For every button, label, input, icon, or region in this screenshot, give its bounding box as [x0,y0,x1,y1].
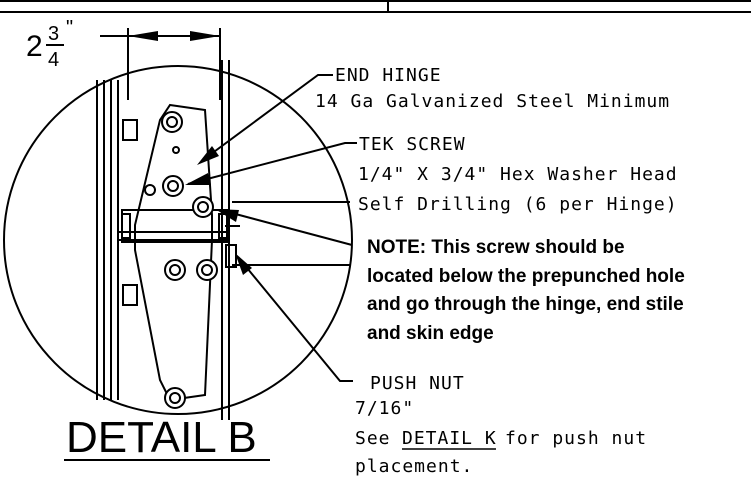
tek-screw-spec-2: Self Drilling (6 per Hinge) [358,194,678,215]
push-nut-see-suffix: for push nut [505,428,647,449]
end-hinge-leader [202,74,333,161]
end-hinge-spec: 14 Ga Galvanized Steel Minimum [315,91,670,112]
stile-notch-2 [122,284,138,306]
leaders [187,74,357,382]
small-hole [172,146,180,154]
note-line-1: NOTE: This screw should be [367,237,625,258]
hinge-barrel-end-left [121,213,131,239]
push-nut-leader [237,256,353,382]
dim-numerator: 3 [48,23,59,45]
push-nut-size: 7/16" [355,398,414,419]
tek-screw-title: TEK SCREW [359,134,466,155]
end-hinge-title: END HINGE [335,65,442,86]
note-line-4: and skin edge [367,323,494,344]
tek-screw-spec-1: 1/4" X 3/4" Hex Washer Head [358,164,678,185]
push-nut-title: PUSH NUT [370,373,465,394]
dim-arrow-right [190,31,220,41]
tek-screw-leader [187,142,357,185]
detail-title: DETAIL B [66,413,257,462]
dim-arrow-left [128,31,158,41]
note-leader [227,211,353,246]
dim-whole: 2 [26,30,43,63]
detail-circle [3,65,353,415]
dim-unit: " [66,17,73,39]
end-hinge-arrowhead [197,146,219,165]
push-nut-part [225,244,237,268]
note-arrowhead [215,209,239,222]
note-line-3: and go through the hinge, end stile [367,294,684,315]
detail-k-link[interactable]: DETAIL K [402,428,497,449]
dim-denominator: 4 [48,49,59,71]
push-nut-see-prefix: See [355,428,391,449]
tek-screws [161,111,218,409]
push-nut-placement: placement. [355,456,473,477]
leader-arrowheads [185,146,252,275]
tek-screw-arrowhead [185,173,211,185]
stile-notch-1 [122,119,138,141]
note-line-2: located below the prepunched hole [367,266,685,287]
push-nut-arrowhead [235,253,252,275]
door-section [96,60,350,420]
prepunched-hole [144,184,156,196]
